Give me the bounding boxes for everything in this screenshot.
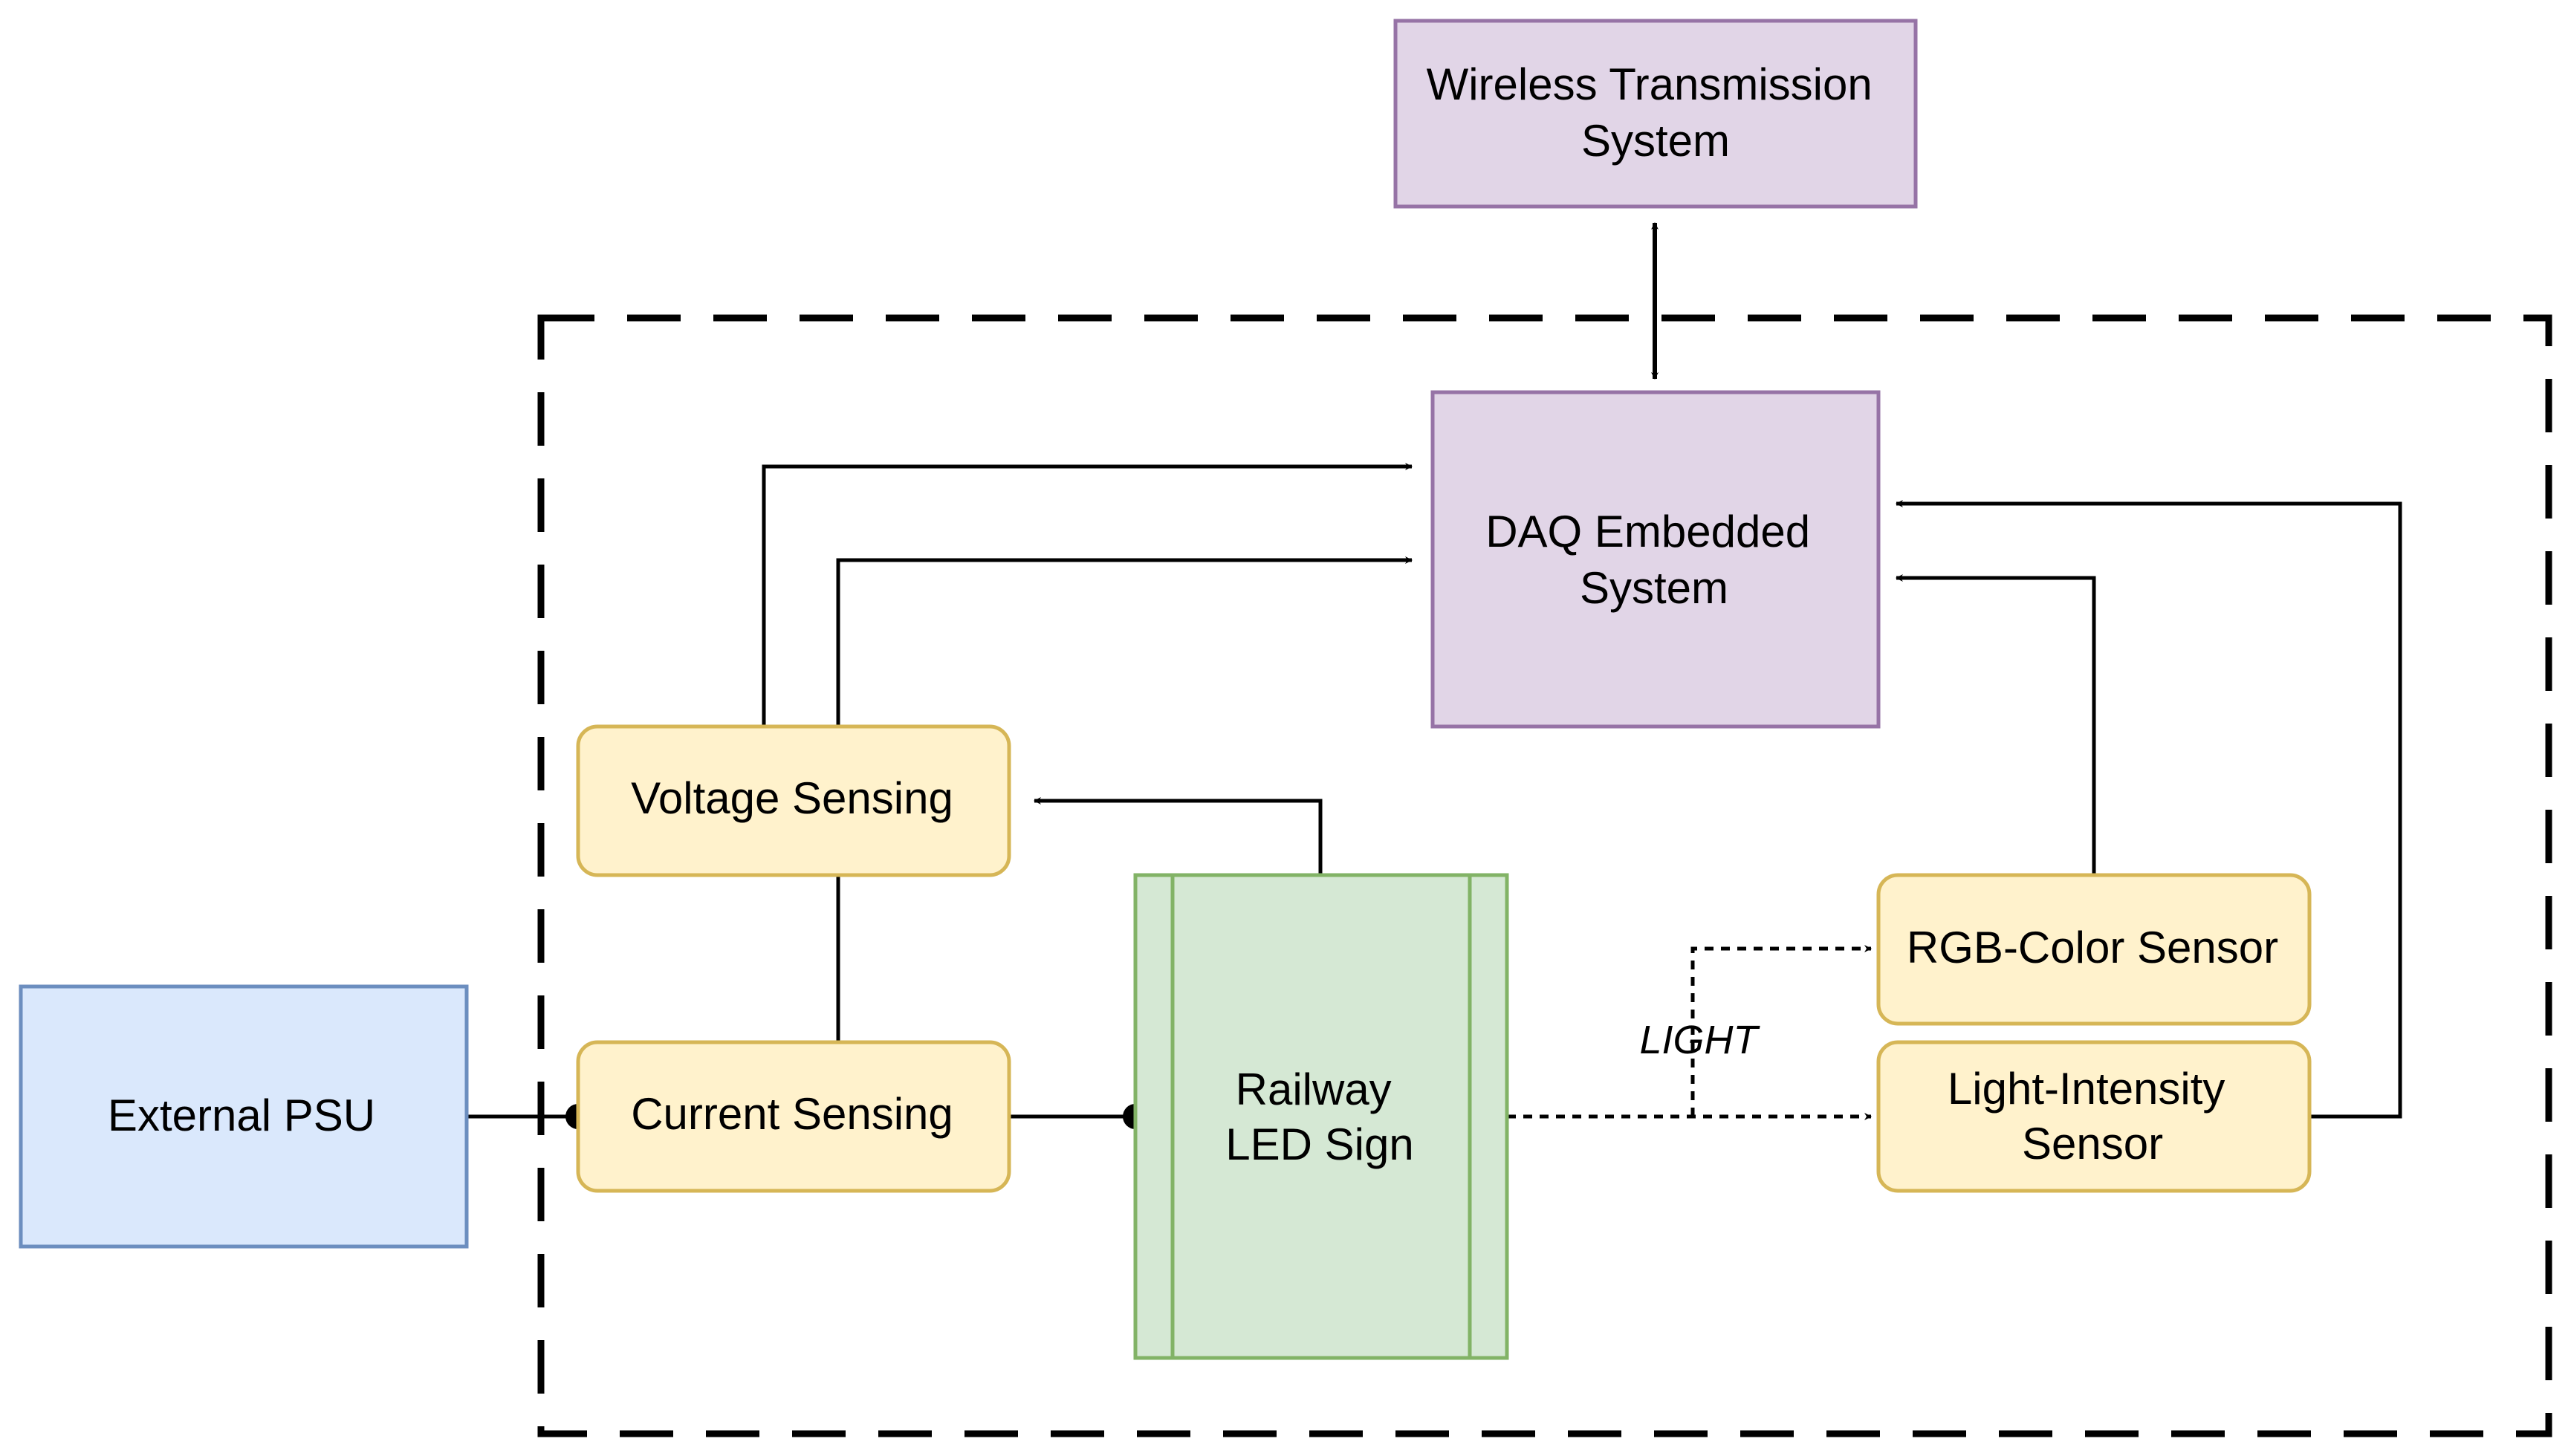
voltage-label: Voltage Sensing [631, 773, 953, 823]
psu-label: External PSU [108, 1091, 375, 1140]
current-sensing-block: Current Sensing [576, 1040, 1011, 1193]
wireless-transmission-block: Wireless Transmission System [1393, 19, 1918, 209]
rgb-color-sensor-block: RGB-Color Sensor [1876, 873, 2312, 1026]
rgb-box [1876, 873, 2312, 1026]
daq-box [1430, 390, 1881, 729]
daq-label: DAQ Embedded System [1485, 507, 1823, 613]
railway-to-voltage [1034, 797, 1323, 875]
light-intensity-box [1876, 1040, 2312, 1193]
voltage-to-daq-upper [762, 463, 1413, 727]
rgb-to-daq [1896, 574, 2096, 875]
light-to-rgb [1690, 945, 1872, 1117]
railway-label: Railway LED Sign [1225, 1065, 1413, 1169]
wireless-box [1393, 19, 1918, 209]
voltage-to-daq-lower [836, 556, 1413, 727]
daq-embedded-block: DAQ Embedded System [1430, 390, 1881, 729]
wireless-label: Wireless Transmission System [1427, 59, 1885, 166]
light-intensity-label: Light-Intensity Sensor [1948, 1064, 2237, 1169]
current-box [576, 1040, 1011, 1193]
railway-box [1133, 873, 1509, 1360]
railway-led-sign-block: Railway LED Sign [1133, 873, 1509, 1360]
voltage-sensing-block: Voltage Sensing [576, 724, 1011, 877]
light-intensity-to-daq [1896, 500, 2402, 1119]
psu-box [19, 984, 469, 1249]
rgb-label: RGB-Color Sensor [1907, 923, 2278, 972]
light-edge-label: LIGHT [1639, 1018, 1760, 1062]
system-boundary [537, 314, 2552, 1437]
voltage-box [576, 724, 1011, 877]
light-intensity-sensor-block: Light-Intensity Sensor [1876, 1040, 2312, 1193]
current-label: Current Sensing [631, 1089, 953, 1139]
external-psu-block: External PSU [19, 984, 469, 1249]
connectors [467, 222, 2402, 1120]
